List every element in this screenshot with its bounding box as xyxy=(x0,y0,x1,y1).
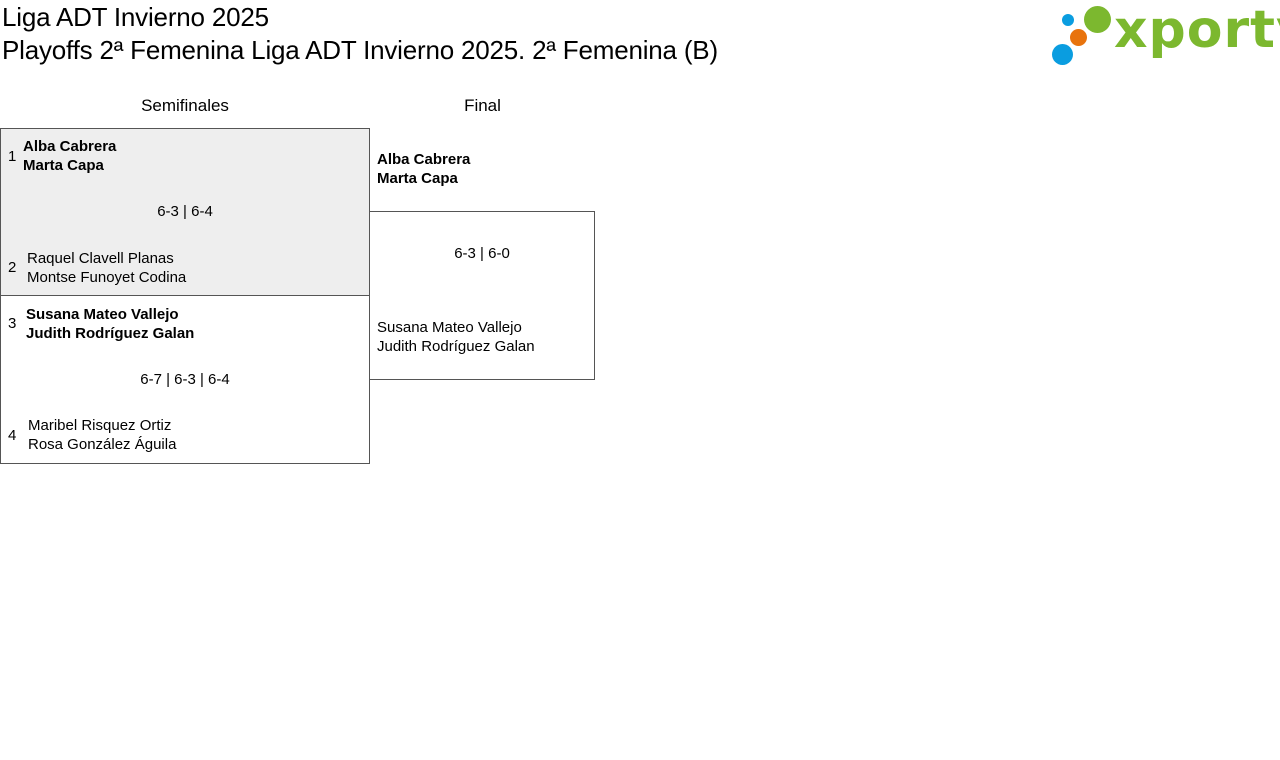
page-title: Liga ADT Invierno 2025 xyxy=(2,2,269,32)
player-name: Alba Cabrera xyxy=(377,151,471,168)
final-team-runner-up[interactable]: Susana Mateo Vallejo Judith Rodríguez Ga… xyxy=(377,318,535,356)
match-score: 6-3 | 6-4 xyxy=(157,203,213,220)
seed-number: 1 xyxy=(8,148,17,165)
player-name: Alba Cabrera xyxy=(23,138,117,155)
player-name: Marta Capa xyxy=(377,170,458,187)
player-name: Susana Mateo Vallejo xyxy=(377,319,522,336)
match-score: 6-3 | 6-0 xyxy=(454,245,510,262)
seed-number: 2 xyxy=(8,259,17,276)
player-name: Judith Rodríguez Galan xyxy=(26,325,195,342)
round-header-final: Final xyxy=(464,96,501,115)
logo-dot-orange xyxy=(1070,29,1087,46)
player-name: Maribel Risquez Ortiz xyxy=(28,417,172,434)
final-match[interactable]: 6-3 | 6-0 Susana Mateo Vallejo Judith Ro… xyxy=(369,211,595,380)
xporty-logo: xporty xyxy=(1050,0,1280,66)
team-loser[interactable]: Raquel Clavell Planas Montse Funoyet Cod… xyxy=(27,249,186,287)
logo-wordmark: xporty xyxy=(1114,0,1280,60)
player-name: Rosa González Águila xyxy=(28,436,177,453)
team-winner[interactable]: Alba Cabrera Marta Capa xyxy=(23,137,116,175)
player-name: Susana Mateo Vallejo xyxy=(26,306,179,323)
round-header-semifinals: Semifinales xyxy=(141,96,229,115)
seed-number: 3 xyxy=(8,315,17,332)
player-name: Judith Rodríguez Galan xyxy=(377,338,535,355)
team-loser[interactable]: Maribel Risquez Ortiz Rosa González Águi… xyxy=(28,416,176,454)
player-name: Montse Funoyet Codina xyxy=(27,269,187,286)
player-name: Raquel Clavell Planas xyxy=(27,250,174,267)
match-score: 6-7 | 6-3 | 6-4 xyxy=(140,371,230,388)
page-subtitle: Playoffs 2ª Femenina Liga ADT Invierno 2… xyxy=(2,35,718,65)
final-team-winner[interactable]: Alba Cabrera Marta Capa xyxy=(377,150,470,188)
logo-dot-green xyxy=(1084,6,1111,33)
semifinal-match-2[interactable]: 3 Susana Mateo Vallejo Judith Rodríguez … xyxy=(0,295,370,464)
seed-number: 4 xyxy=(8,427,17,444)
semifinal-match-1[interactable]: 1 Alba Cabrera Marta Capa 6-3 | 6-4 2 Ra… xyxy=(0,128,370,296)
logo-dot-blue-small xyxy=(1062,14,1074,26)
player-name: Marta Capa xyxy=(23,157,104,174)
team-winner[interactable]: Susana Mateo Vallejo Judith Rodríguez Ga… xyxy=(26,305,194,343)
logo-dot-blue xyxy=(1052,44,1073,65)
